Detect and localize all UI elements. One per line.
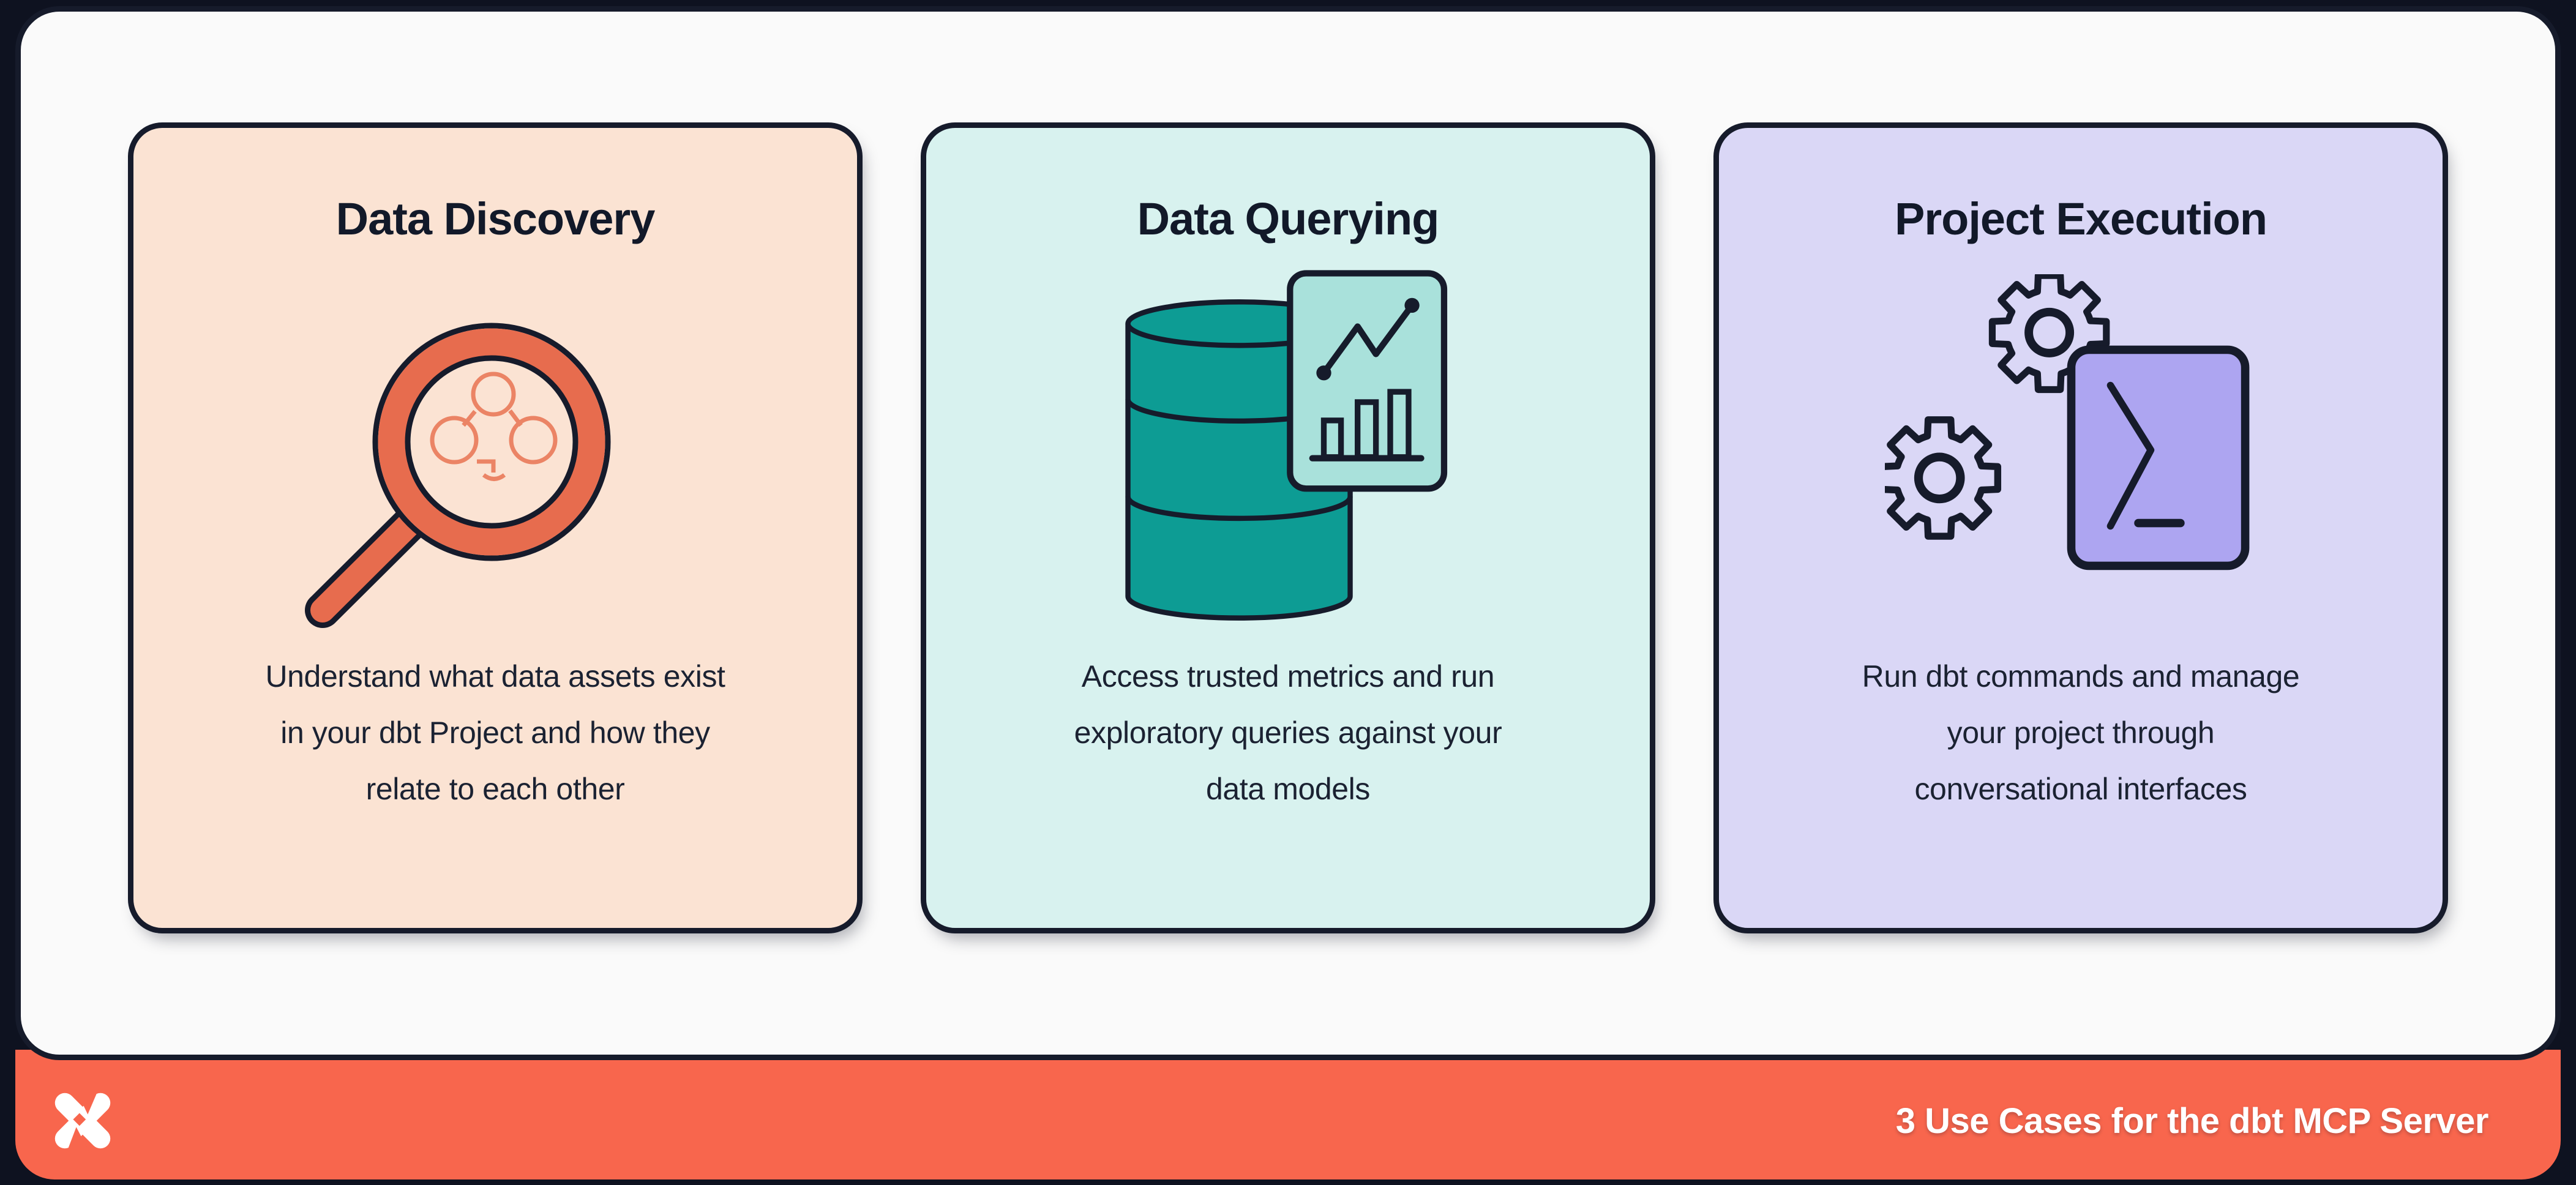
content-panel: Data Discovery [15,6,2561,1060]
database-report-icon [1122,250,1455,642]
card-description-line: your project through [1947,716,2215,750]
footer-bar: 3 Use Cases for the dbt MCP Server [15,1050,2561,1179]
card-description-line: in your dbt Project and how they [280,716,710,750]
dbt-logo-icon [51,1087,114,1154]
gears-terminal-icon [1885,250,2277,642]
card-title: Data Querying [1137,193,1440,244]
card-title: Data Discovery [335,193,656,244]
card-data-discovery: Data Discovery [128,122,863,933]
card-description-line: exploratory queries against your [1074,716,1502,750]
card-description: Run dbt commands and manage your project… [1862,648,2300,817]
card-description-line: relate to each other [365,772,625,806]
card-title: Project Execution [1894,193,2267,244]
card-description: Access trusted metrics and run explorato… [1074,648,1502,817]
card-description-line: conversational interfaces [1914,772,2247,806]
card-description-line: Understand what data assets exist [265,659,725,693]
card-description-line: data models [1205,772,1370,806]
card-description-line: Run dbt commands and manage [1862,659,2300,693]
card-project-execution: Project Execution [1713,122,2448,933]
footer-title: 3 Use Cases for the dbt MCP Server [1895,1101,2489,1141]
card-description-line: Access trusted metrics and run [1081,659,1495,693]
card-description: Understand what data assets exist in you… [265,648,725,817]
magnifying-glass-lineage-icon [299,250,691,642]
card-data-querying: Data Querying [921,122,1655,933]
